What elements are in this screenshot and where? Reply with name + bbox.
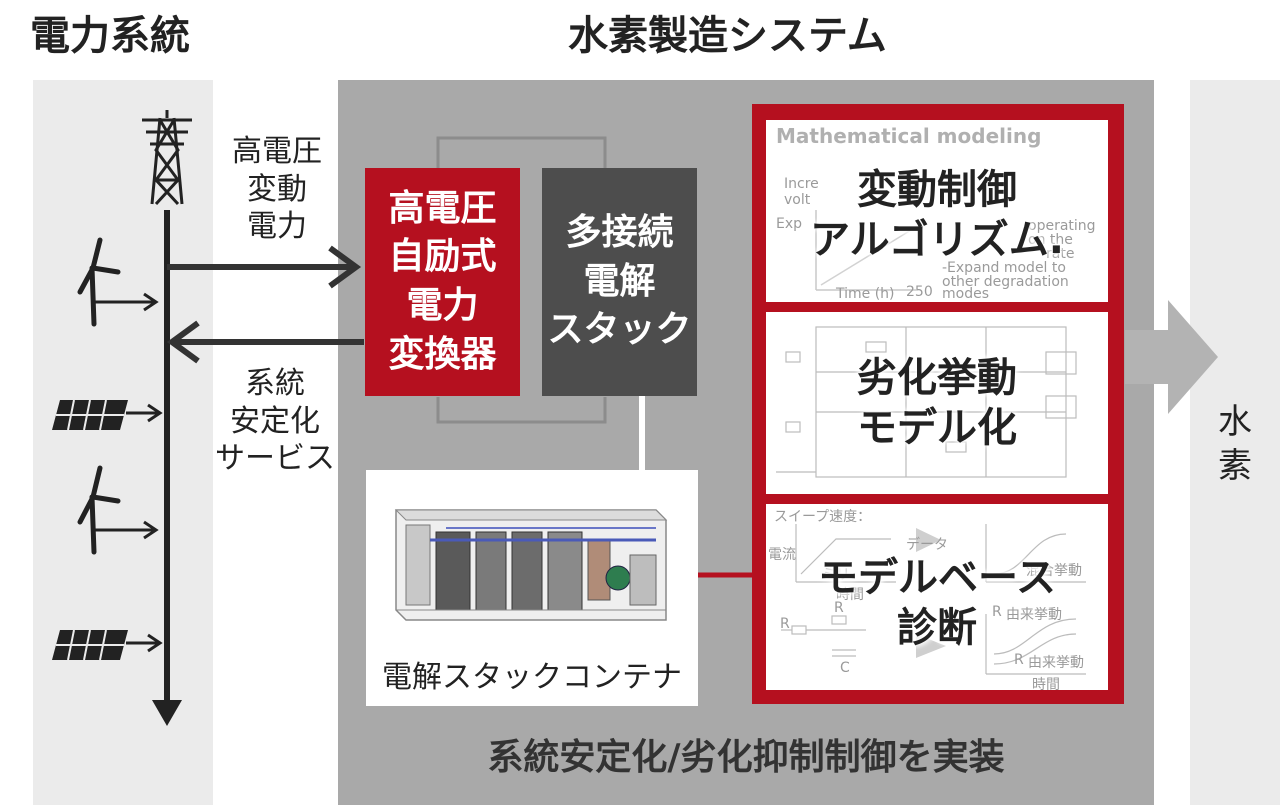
system-title: 水素製造システム: [568, 13, 887, 59]
supply-label: 高電圧 変動 電力: [232, 134, 322, 244]
algorithm-label: 変動制御 アルゴリズム.: [810, 167, 1064, 263]
electrolysis-stack-box: 多接続 電解 スタック: [542, 168, 697, 396]
algorithm-bg-title: Mathematical modeling: [776, 124, 1042, 148]
hydrogen-output-arrow: [1125, 300, 1218, 414]
container-label: 電解スタックコンテナ: [382, 660, 682, 695]
diagnosis-panel: スイープ速度： 電流 ミリ 時間 データ 混合挙動 R R C R 由来挙動 R…: [766, 504, 1108, 690]
container-illustration: [394, 509, 668, 621]
service-label: 系統 安定化 サービス: [215, 366, 335, 476]
transmission-tower-icon: [142, 110, 192, 206]
degradation-label: 劣化挙動 モデル化: [857, 355, 1017, 451]
grid-title: 電力系統: [30, 13, 190, 59]
stack-container-panel: 電解スタックコンテナ: [366, 470, 698, 706]
algorithm-panel: Mathematical modeling Incre volt Exp ope…: [766, 120, 1108, 302]
output-column: [1190, 80, 1280, 805]
circuit-diagram: [776, 326, 1077, 478]
solar-panel-icon: [52, 629, 128, 661]
power-converter-box: 高電圧 自励式 電力 変換器: [365, 168, 520, 396]
wind-turbine-icon: [77, 237, 121, 327]
diagnosis-label: モデルベース 診断: [818, 555, 1056, 651]
degradation-panel: 劣化挙動 モデル化: [766, 312, 1108, 494]
implementation-caption: 系統安定化/劣化抑制制御を実装: [487, 737, 1005, 778]
wind-turbine-icon: [77, 465, 121, 555]
hydrogen-label: 水 素: [1218, 402, 1252, 487]
solar-panel-icon: [52, 399, 128, 431]
